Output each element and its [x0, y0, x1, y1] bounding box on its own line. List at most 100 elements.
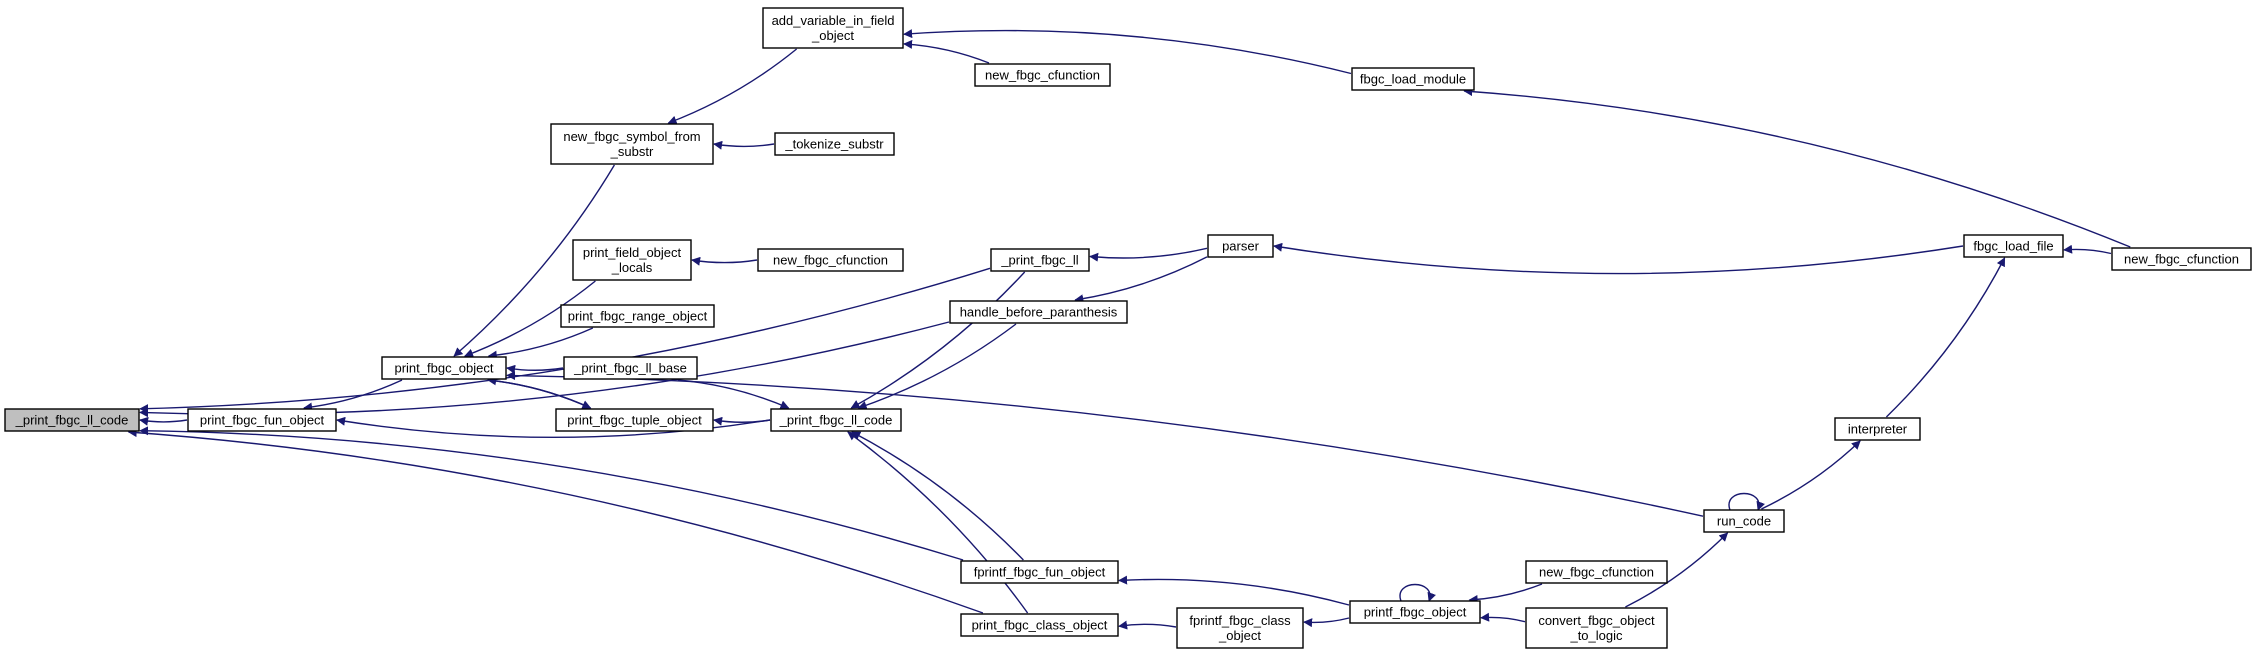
edge-line [464, 280, 596, 358]
node-print-fbgc-ll[interactable]: _print_fbgc_ll [990, 248, 1090, 272]
node-label: fprintf_fbgc_fun_object [974, 565, 1106, 580]
node-label: add_variable_in_field [772, 13, 895, 28]
node-label: new_fbgc_cfunction [985, 68, 1100, 83]
edge-line [487, 379, 592, 409]
edge-n3-to-n2 [453, 164, 616, 357]
edge-line [487, 327, 594, 360]
node-box [381, 356, 507, 380]
node-label: print_field_object [583, 245, 682, 260]
node-new-fbgc-cfunction[interactable]: new_fbgc_cfunction [1525, 560, 1668, 584]
node-print-fbgc-tuple-object[interactable]: print_fbgc_tuple_object [555, 408, 714, 432]
edge-n4-to-n3 [667, 48, 798, 125]
node-label: _tokenize_substr [784, 137, 884, 152]
node-run-code[interactable]: run_code [1703, 509, 1785, 533]
node-add-variable-in-field-object[interactable]: add_variable_in_field_object [762, 7, 904, 49]
edge-line [903, 29, 1352, 75]
edge-n24-to-n21 [1118, 575, 1350, 606]
edge-line [1273, 242, 1964, 275]
edge-line [1399, 583, 1436, 602]
edge-line [127, 428, 984, 614]
edge-n11-to-n13 [677, 379, 790, 409]
node-box [1703, 509, 1785, 533]
edge-n18-to-n6 [1463, 87, 2131, 248]
node-print-fbgc-class-object[interactable]: print_fbgc_class_object [960, 613, 1119, 637]
node-box [990, 248, 1090, 272]
node-box [1525, 607, 1668, 649]
node-label: run_code [1717, 514, 1771, 529]
edge-line [1728, 492, 1765, 511]
edge-n20-to-n19 [1761, 440, 1861, 510]
node-print-fbgc-ll-base[interactable]: _print_fbgc_ll_base [563, 356, 698, 380]
edge-line [303, 379, 403, 412]
node-label: printf_fbgc_object [1364, 605, 1467, 620]
node-label: new_fbgc_symbol_from [563, 129, 700, 144]
node-box [1351, 67, 1475, 91]
node-print-fbgc-fun-object[interactable]: print_fbgc_fun_object [187, 408, 337, 432]
edge-n1-to-n0 [139, 416, 188, 426]
node-label: handle_before_paranthesis [960, 305, 1118, 320]
node-box [2111, 247, 2252, 271]
node-print-fbgc-range-object[interactable]: print_fbgc_range_object [560, 304, 715, 328]
node-new-fbgc-cfunction[interactable]: new_fbgc_cfunction [974, 63, 1111, 87]
node-label: convert_fbgc_object [1538, 613, 1655, 628]
node-handle-before-paranthesis[interactable]: handle_before_paranthesis [949, 300, 1128, 324]
node-convert-fbgc-object-to-logic[interactable]: convert_fbgc_object_to_logic [1525, 607, 1668, 649]
edge-line [850, 271, 1026, 409]
node-print-fbgc-ll-code[interactable]: _print_fbgc_ll_code [4, 408, 140, 432]
node-label: _print_fbgc_ll_code [15, 413, 129, 428]
node-print-fbgc-object[interactable]: print_fbgc_object [381, 356, 507, 380]
node-box [974, 63, 1111, 87]
node-label: fbgc_load_file [1973, 239, 2053, 254]
edge-line [1118, 620, 1177, 630]
node-print-field-object-locals[interactable]: print_field_object_locals [572, 239, 692, 281]
node-parser[interactable]: parser [1207, 234, 1274, 258]
node-label: interpreter [1848, 422, 1908, 437]
node-interpreter[interactable]: interpreter [1834, 417, 1921, 441]
node-fbgc-load-module[interactable]: fbgc_load_module [1351, 67, 1475, 91]
edge-line [851, 431, 1024, 561]
node-box [774, 132, 895, 156]
node-box [762, 7, 904, 49]
edge-n8-to-n2 [464, 280, 596, 358]
node-new-fbgc-cfunction[interactable]: new_fbgc_cfunction [2111, 247, 2252, 271]
edge-n17-to-n16 [1273, 242, 1964, 275]
edge-line [713, 416, 771, 426]
node-fprintf-fbgc-class-object[interactable]: fprintf_fbgc_class_object [1176, 607, 1304, 649]
node-label: _to_logic [1569, 628, 1623, 643]
edge-n24-to-n23 [1303, 617, 1350, 628]
edge-line [1463, 87, 2131, 248]
edge-n26-to-n24 [1480, 612, 1526, 623]
node-fprintf-fbgc-fun-object[interactable]: fprintf_fbgc_fun_object [960, 560, 1119, 584]
edge-line [691, 256, 758, 266]
node-fbgc-load-file[interactable]: fbgc_load_file [1963, 234, 2064, 258]
edge-line [1885, 257, 2006, 418]
edge-line [847, 431, 1029, 614]
edge-n2-to-n1 [303, 379, 403, 412]
node-label: fbgc_load_module [1360, 72, 1466, 87]
node-box [1349, 600, 1481, 624]
edge-n21-to-n0 [139, 426, 964, 561]
edge-n16-to-n14 [1089, 247, 1208, 262]
edge-line [857, 323, 1017, 410]
node-box [1176, 607, 1304, 649]
node-print-fbgc-ll-code[interactable]: _print_fbgc_ll_code [770, 408, 902, 432]
edge-line [667, 48, 798, 125]
edge-line [139, 426, 964, 561]
edge-n25-to-n24 [1468, 583, 1543, 605]
node-label: print_fbgc_tuple_object [567, 413, 702, 428]
node-tokenize-substr[interactable]: _tokenize_substr [774, 132, 895, 156]
node-label: _locals [611, 260, 653, 275]
node-label: print_fbgc_object [394, 361, 493, 376]
node-new-fbgc-cfunction[interactable]: new_fbgc_cfunction [757, 248, 904, 272]
node-box [572, 239, 692, 281]
node-box [555, 408, 714, 432]
edge-n26-to-n20 [1625, 532, 1729, 608]
node-box [960, 560, 1119, 584]
node-printf-fbgc-object[interactable]: printf_fbgc_object [1349, 600, 1481, 624]
edge-line [1118, 575, 1350, 606]
node-label: _print_fbgc_ll_code [779, 413, 893, 428]
node-box [1834, 417, 1921, 441]
node-new-fbgc-symbol-from-substr[interactable]: new_fbgc_symbol_from_substr [550, 123, 714, 165]
node-label: print_fbgc_range_object [568, 309, 708, 324]
